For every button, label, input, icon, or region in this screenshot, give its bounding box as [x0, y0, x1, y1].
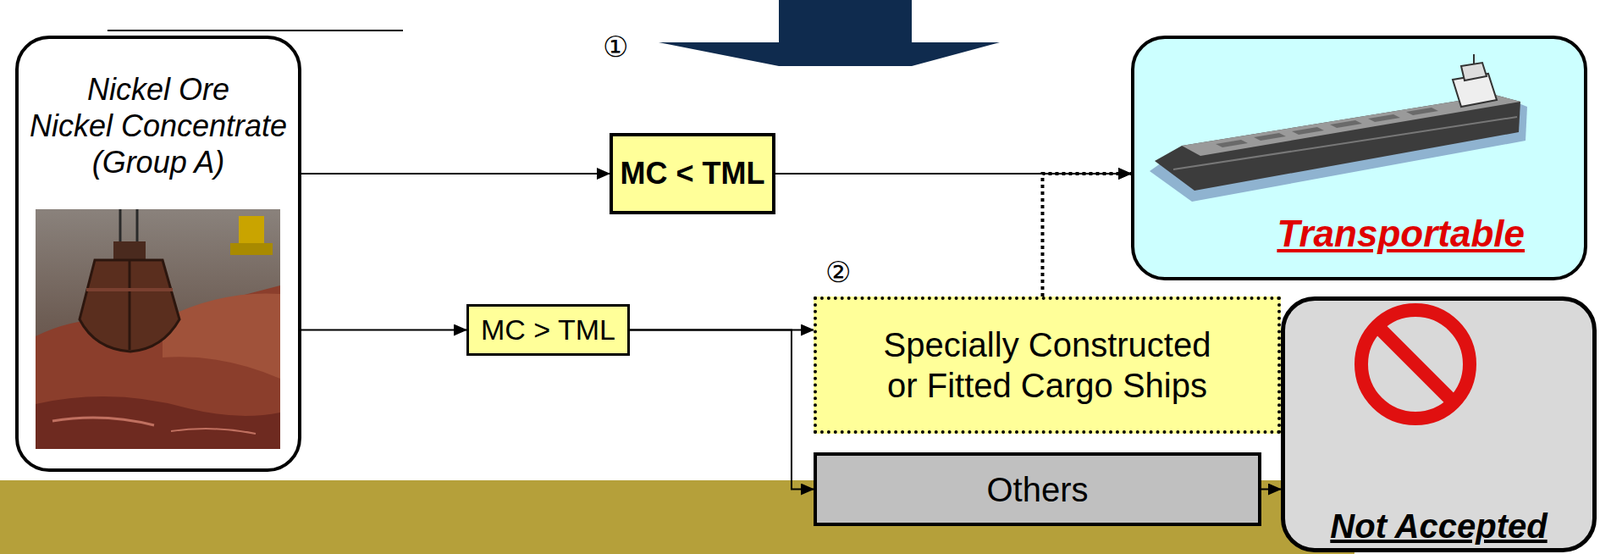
- condition-box: MC > TML: [466, 303, 630, 356]
- node-text: Not Accepted: [1329, 505, 1547, 547]
- node-text: Nickel Concentrate: [29, 107, 287, 144]
- connector: [301, 172, 610, 175]
- node-text: Specially Constructed or Fitted Cargo Sh…: [877, 324, 1217, 406]
- connector: [301, 329, 467, 332]
- connector: [1261, 488, 1281, 491]
- node-text: MC > TML: [480, 312, 616, 348]
- cargo-box: Nickel OreNickel Concentrate(Group A): [15, 35, 302, 472]
- result-box: Not Accepted: [1280, 296, 1597, 552]
- node-text: Nickel Ore: [87, 71, 230, 108]
- result-box: Transportable: [1131, 35, 1588, 281]
- bulk-carrier-ship: [1147, 50, 1529, 225]
- connector: [629, 330, 814, 490]
- down-arrow: [658, 0, 1000, 67]
- heading-underline: [107, 29, 403, 32]
- option-box-dashed: Specially Constructed or Fitted Cargo Sh…: [813, 296, 1281, 434]
- callout-number: ①: [602, 31, 629, 63]
- callout-number: ②: [825, 256, 851, 288]
- node-text: MC < TML: [620, 154, 766, 192]
- grab-bucket-photo: [35, 209, 281, 449]
- condition-box: MC < TML: [609, 132, 776, 215]
- node-text: Others: [986, 468, 1088, 510]
- option-box: Others: [813, 452, 1262, 526]
- node-text: Transportable: [1276, 211, 1525, 257]
- connector: [1042, 173, 1132, 297]
- prohibition-sign: [1347, 296, 1484, 432]
- node-text: (Group A): [92, 143, 226, 181]
